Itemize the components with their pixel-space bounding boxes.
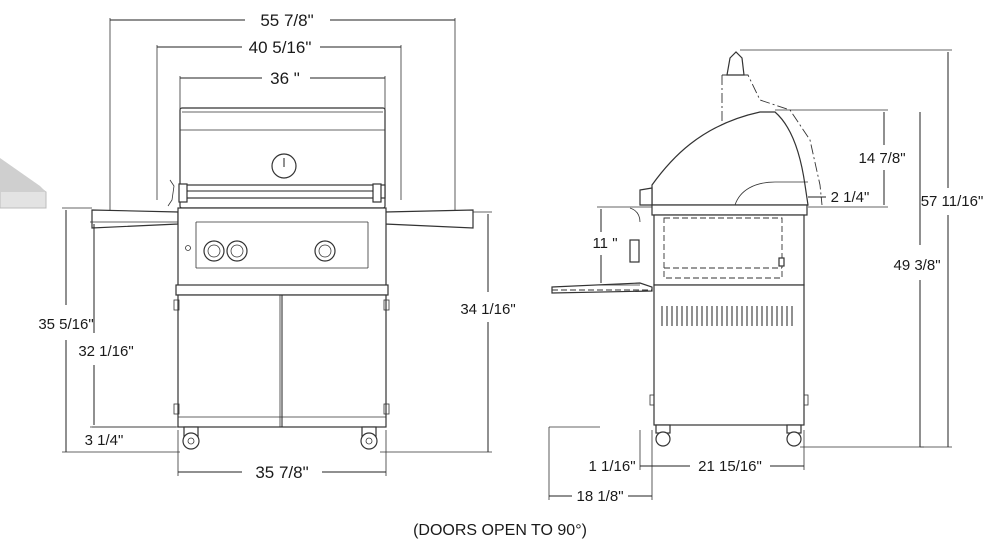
cart-depth-dimension: 21 15/16": [652, 430, 805, 475]
total-height-label: 35 5/16": [38, 316, 93, 333]
side-cart-body: [629, 204, 809, 426]
total-height-dimension: 35 5/16": [38, 207, 180, 453]
control-panel: [177, 207, 387, 289]
handle-bracket-right: [372, 183, 382, 203]
firebox-outline: [663, 217, 783, 279]
closed-hood: [651, 111, 809, 206]
burner-knob-icon: [203, 240, 225, 262]
caster-height-dimension: 3 1/4": [85, 426, 176, 449]
caster-right: [360, 426, 378, 450]
hood-hinge-icon: [167, 179, 175, 207]
hood-open-height-dimension: 57 11/16": [740, 49, 984, 448]
igniter-icon: [185, 245, 191, 251]
shelf-depth-dimension: 18 1/8": [548, 427, 652, 505]
cart-width-label: 35 7/8": [255, 463, 308, 482]
caster-height-label: 3 1/4": [85, 432, 124, 449]
grill-width-dimension: 36 ": [179, 69, 386, 110]
shelf-height-dimension: 34 1/16": [380, 211, 516, 453]
caster-rear-side: [786, 424, 802, 447]
firebox-depth-label: 11 ": [592, 235, 617, 252]
caster-left: [182, 426, 200, 450]
side-shelf-thumbnail: [0, 158, 47, 209]
right-side-shelf: [384, 209, 474, 229]
hood-offset-dimension: 2 1/4": [808, 189, 869, 206]
hood-closed-height-dimension: 49 3/8": [800, 112, 941, 448]
regulator-icon: [629, 239, 640, 263]
cart-depth-label: 21 15/16": [698, 458, 762, 475]
firebox-depth-dimension: 11 ": [592, 206, 652, 286]
side-shelf-side: [551, 282, 653, 294]
hood-depth-dimension: 14 7/8": [775, 109, 906, 208]
cooking-height-dimension: 32 1/16": [78, 221, 180, 428]
grill-cart: [173, 284, 390, 450]
overall-width-label: 55 7/8": [260, 11, 313, 30]
burner-knob-icon: [226, 240, 248, 262]
burner-knob-icon: [314, 240, 336, 262]
hood-depth-label: 14 7/8": [858, 150, 905, 167]
cooking-height-label: 32 1/16": [78, 343, 133, 360]
front-view: 55 7/8" 40 5/16" 36 ": [38, 11, 515, 482]
handle-bracket-left: [178, 183, 188, 203]
caption-text: (DOORS OPEN TO 90°): [413, 522, 587, 539]
caster-offset-dimension: 1 1/16": [549, 426, 653, 500]
caster-offset-label: 1 1/16": [588, 458, 635, 475]
hood-open-height-label: 57 11/16": [921, 193, 984, 210]
grill-hood: [167, 107, 386, 209]
hood-closed-height-label: 49 3/8": [893, 257, 940, 274]
shelf-height-label: 34 1/16": [460, 301, 515, 318]
shelf-depth-label: 18 1/8": [576, 488, 623, 505]
side-view: 11 " 14 7/8" 2 1/4" 49 3/8" 57: [548, 49, 984, 505]
hood-offset-label: 2 1/4": [831, 189, 870, 206]
cart-width-dimension: 35 7/8": [177, 430, 387, 482]
grill-width-label: 36 ": [270, 69, 300, 88]
firebox-width-label: 40 5/16": [249, 38, 312, 57]
caster-front-side: [655, 424, 671, 447]
hood-handle-side: [639, 187, 653, 206]
overall-width-dimension: 55 7/8": [109, 11, 456, 220]
rear-vent-icon: [778, 257, 785, 267]
vent-slots: [661, 306, 793, 326]
left-side-shelf: [91, 209, 179, 229]
firebox-width-dimension: 40 5/16": [156, 38, 402, 200]
